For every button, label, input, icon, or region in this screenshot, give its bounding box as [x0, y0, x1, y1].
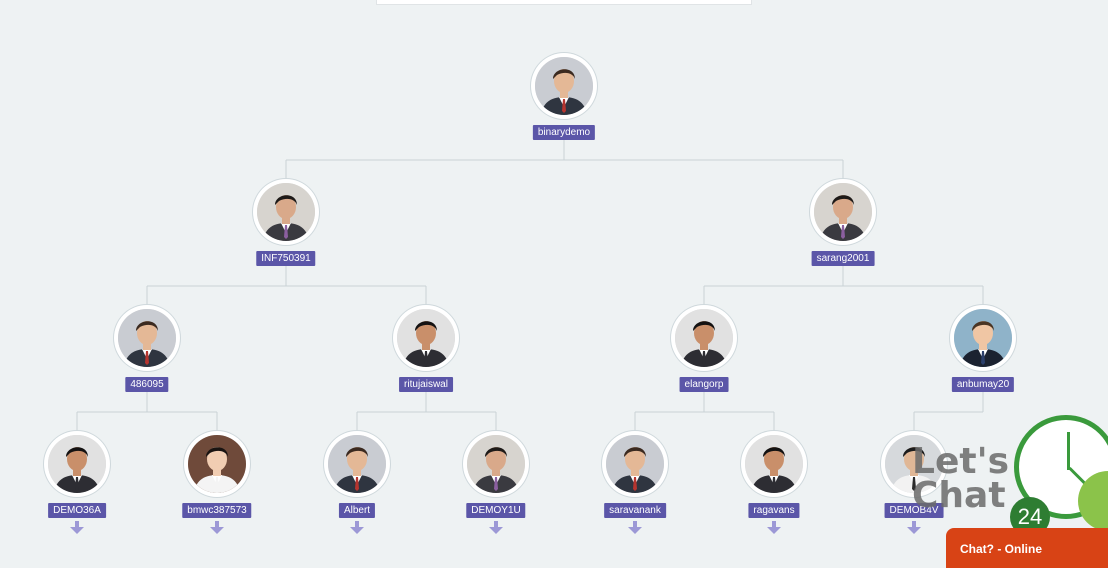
user-photo: [397, 309, 455, 367]
expand-down-icon[interactable]: [767, 521, 781, 534]
avatar[interactable]: [810, 179, 876, 245]
user-photo: [954, 309, 1012, 367]
user-photo: [745, 435, 803, 493]
user-photo: [188, 435, 246, 493]
user-photo: [467, 435, 525, 493]
avatar[interactable]: [602, 431, 668, 497]
expand-down-icon[interactable]: [907, 521, 921, 534]
user-photo: [118, 309, 176, 367]
avatar[interactable]: [950, 305, 1016, 371]
tree-connector-lines: [76, 140, 984, 431]
username-label[interactable]: saravanank: [604, 503, 666, 518]
tree-node-saravanank[interactable]: saravanank: [580, 431, 690, 531]
avatar[interactable]: [253, 179, 319, 245]
expand-down-icon[interactable]: [70, 521, 84, 534]
tree-node-ragavans[interactable]: ragavans: [719, 431, 829, 531]
username-label[interactable]: 486095: [125, 377, 169, 392]
username-label[interactable]: INF750391: [256, 251, 316, 266]
expand-down-icon[interactable]: [628, 521, 642, 534]
username-label[interactable]: bmwc387573: [182, 503, 252, 518]
tree-node-sarang2001[interactable]: sarang2001: [788, 179, 898, 279]
chat-status-text: Chat? - Online: [960, 542, 1042, 556]
tree-node-ritujaiswal[interactable]: ritujaiswal: [371, 305, 481, 405]
tree-node-486095[interactable]: 486095: [92, 305, 202, 405]
avatar[interactable]: [671, 305, 737, 371]
tree-node-bmwc387573[interactable]: bmwc387573: [162, 431, 272, 531]
username-label[interactable]: ritujaiswal: [399, 377, 453, 392]
username-label[interactable]: Albert: [338, 503, 376, 518]
username-label[interactable]: anbumay20: [951, 377, 1015, 392]
username-label[interactable]: ragavans: [748, 503, 800, 518]
user-photo: [328, 435, 386, 493]
user-photo: [675, 309, 733, 367]
user-photo: [48, 435, 106, 493]
expand-down-icon[interactable]: [210, 521, 224, 534]
avatar[interactable]: [184, 431, 250, 497]
avatar[interactable]: [741, 431, 807, 497]
chat-widget[interactable]: Let's Chat 24 Chat? - Online: [880, 405, 1108, 568]
tree-node-binarydemo[interactable]: binarydemo: [509, 53, 619, 153]
tree-node-demob4v[interactable]: DEMOB4V: [859, 431, 969, 531]
user-photo: [257, 183, 315, 241]
avatar[interactable]: [463, 431, 529, 497]
avatar[interactable]: [531, 53, 597, 119]
tree-node-demoy1u[interactable]: DEMOY1U: [441, 431, 551, 531]
user-photo: [885, 435, 943, 493]
top-panel-edge: [376, 0, 752, 5]
tree-node-anbumay20[interactable]: anbumay20: [928, 305, 1038, 405]
user-photo: [606, 435, 664, 493]
avatar[interactable]: [114, 305, 180, 371]
avatar[interactable]: [44, 431, 110, 497]
username-label[interactable]: elangorp: [679, 377, 729, 392]
tree-node-inf750391[interactable]: INF750391: [231, 179, 341, 279]
username-label[interactable]: DEMOB4V: [884, 503, 944, 518]
username-label[interactable]: DEMOY1U: [466, 503, 526, 518]
tree-node-albert[interactable]: Albert: [302, 431, 412, 531]
expand-down-icon[interactable]: [489, 521, 503, 534]
chat-status-bar[interactable]: Chat? - Online: [946, 528, 1108, 568]
expand-down-icon[interactable]: [350, 521, 364, 534]
avatar[interactable]: [881, 431, 947, 497]
chat-widget-title: Let's Chat: [912, 441, 1010, 516]
username-label[interactable]: binarydemo: [532, 125, 596, 140]
avatar[interactable]: [393, 305, 459, 371]
user-photo: [535, 57, 593, 115]
tree-node-demo36a[interactable]: DEMO36A: [22, 431, 132, 531]
avatar[interactable]: [324, 431, 390, 497]
username-label[interactable]: DEMO36A: [48, 503, 106, 518]
tree-node-elangorp[interactable]: elangorp: [649, 305, 759, 405]
user-photo: [814, 183, 872, 241]
username-label[interactable]: sarang2001: [811, 251, 875, 266]
